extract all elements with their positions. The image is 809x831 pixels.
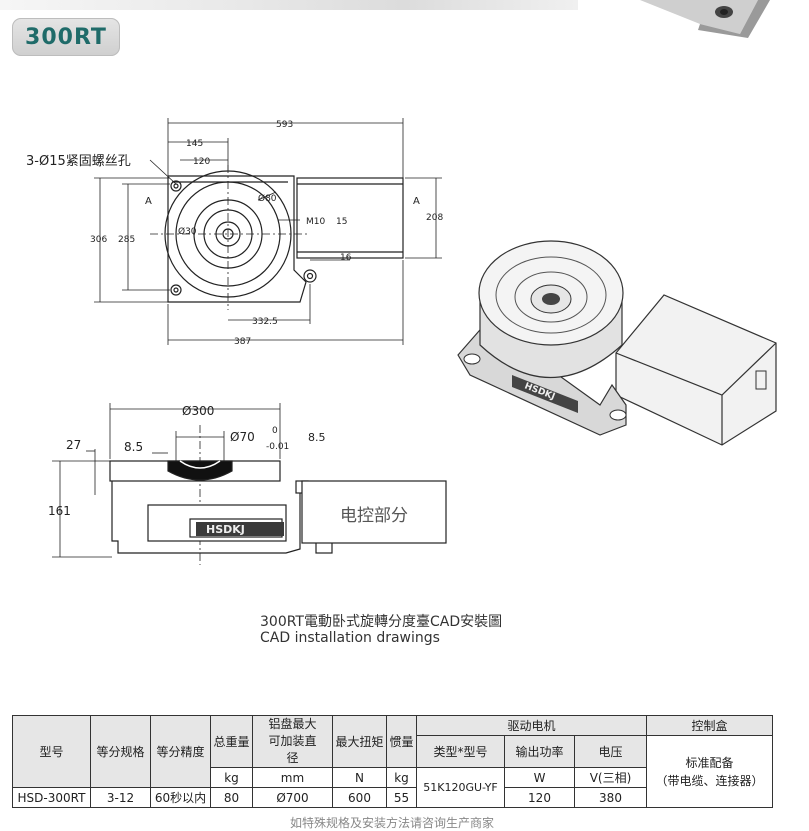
side-view-drawing: HSDKJ 电控部分 Ø300 Ø70 0 -0.01 8.5 27 8.5 1… (48, 403, 447, 565)
unit-power: W (504, 767, 575, 788)
dim-593: 593 (276, 120, 293, 130)
cell-index-accuracy: 60秒以内 (150, 787, 211, 808)
unit-diameter: mm (252, 767, 333, 788)
dim-285: 285 (118, 235, 135, 245)
hdr-drive-motor: 驱动电机 (416, 715, 647, 736)
model-badge-label: 300RT (25, 25, 107, 50)
hdr-total-weight: 总重量 (210, 715, 253, 768)
dim-306: 306 (90, 235, 107, 245)
hdr-control-box: 控制盒 (646, 715, 773, 736)
hdr-index-spec: 等分规格 (90, 715, 151, 788)
dim-332: 332.5 (252, 317, 278, 327)
dim-145: 145 (186, 139, 203, 149)
caption-english: CAD installation drawings (260, 630, 440, 646)
section-a-left: A (145, 196, 152, 207)
top-view-drawing: 3-Ø15紧固螺丝孔 593 145 120 306 285 208 Ø80 Ø… (26, 118, 443, 347)
dim-table-dia: Ø300 (182, 404, 214, 418)
cell-total-weight: 80 (210, 787, 253, 808)
dim-8-5: 8.5 (124, 440, 143, 454)
dim-shaft-dia: Ø70 (230, 430, 255, 444)
spec-table: 型号 等分规格 等分精度 总重量 铝盘最大可加装直径 最大扭矩 惯量 驱动电机 … (12, 715, 773, 808)
cell-inertia: 55 (386, 787, 417, 808)
model-badge: 300RT (12, 18, 120, 56)
unit-voltage: V(三相) (574, 767, 647, 788)
hdr-model: 型号 (12, 715, 91, 788)
cell-model: HSD-300RT (12, 787, 91, 808)
unit-torque: N (332, 767, 387, 788)
dim-tol-lower: -0.01 (266, 442, 289, 452)
hole-note: 3-Ø15紧固螺丝孔 (26, 154, 131, 169)
dim-27: 27 (66, 438, 81, 452)
hdr-max-torque: 最大扭矩 (332, 715, 387, 768)
dim-387: 387 (234, 337, 251, 347)
control-box-value: 标准配备 （带电缆、连接器） (646, 735, 773, 808)
cell-output-power: 120 (504, 787, 575, 808)
isometric-view: HSDKJ (457, 240, 777, 446)
dim-thread-depth: 15 (336, 217, 347, 227)
dim-bore: Ø80 (258, 193, 277, 204)
product-photo-corner (640, 0, 770, 38)
control-box-line2: （带电缆、连接器） (655, 773, 764, 788)
cell-voltage: 380 (574, 787, 647, 808)
dim-thread: M10 (306, 217, 325, 227)
dim-16: 16 (340, 253, 352, 263)
table-row: HSD-300RT 3-12 60秒以内 80 Ø700 600 55 120 … (12, 787, 773, 808)
cell-index-spec: 3-12 (90, 787, 151, 808)
hdr-voltage: 电压 (574, 735, 647, 768)
dim-inner: Ø30 (178, 226, 197, 237)
control-box-line1: 标准配备 (685, 755, 734, 770)
dim-161: 161 (48, 504, 71, 518)
hdr-index-accuracy: 等分精度 (150, 715, 211, 788)
unit-weight: kg (210, 767, 253, 788)
unit-inertia: kg (386, 767, 417, 788)
dim-tol-upper: 0 (272, 426, 278, 436)
caption-chinese: 300RT電動卧式旋轉分度臺CAD安裝圖 (260, 614, 503, 630)
dim-120: 120 (193, 157, 210, 167)
cell-max-torque: 600 (332, 787, 387, 808)
hdr-inertia: 惯量 (386, 715, 417, 768)
hdr-motor-type: 类型*型号 (416, 735, 505, 768)
dim-208: 208 (426, 213, 443, 223)
electrical-label: 电控部分 (340, 506, 408, 526)
cell-plate-max: Ø700 (252, 787, 333, 808)
dim-depth-mark: 8.5 (308, 431, 326, 444)
top-banner-strip (0, 0, 578, 10)
section-a-right: A (413, 196, 420, 207)
side-brand: HSDKJ (206, 523, 245, 536)
footer-cut-text: 如特殊规格及安装方法请咨询生产商家 (290, 816, 495, 830)
hdr-output-power: 输出功率 (504, 735, 575, 768)
cell-motor-type: 51K120GU-YF (416, 767, 505, 808)
hdr-plate-max: 铝盘最大可加装直径 (252, 715, 333, 768)
